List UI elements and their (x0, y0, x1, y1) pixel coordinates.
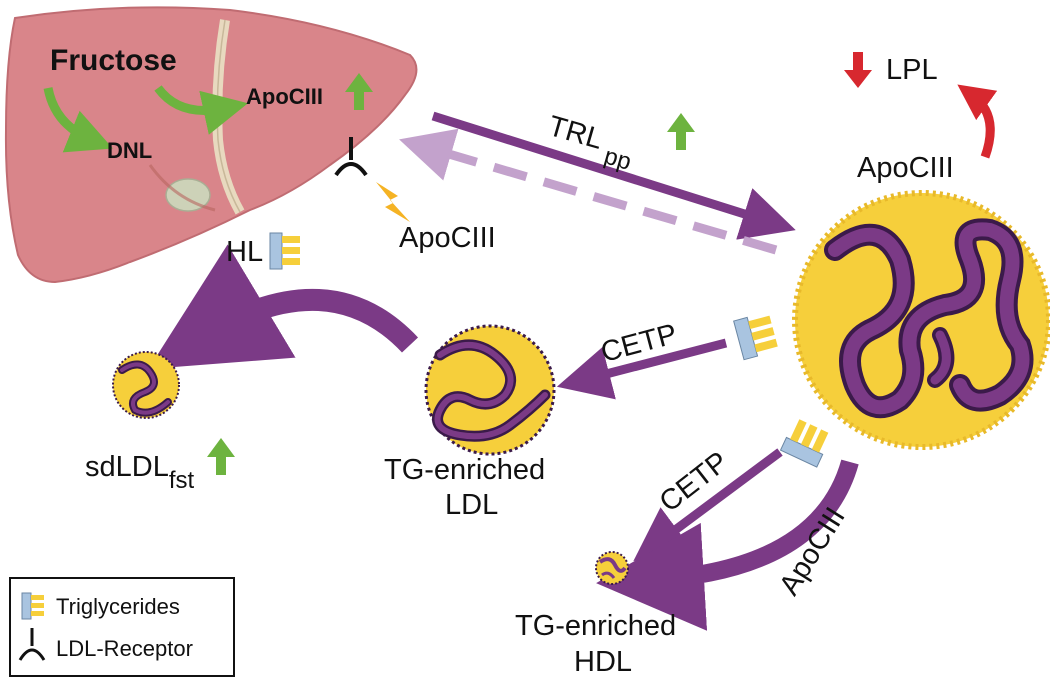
trl-particle (792, 190, 1050, 450)
lightning-icon (376, 182, 410, 222)
trl-up-arrow-icon (667, 113, 695, 150)
cetp-to-ldl-arrow (556, 338, 728, 400)
trl-secretion-arrow (431, 111, 796, 240)
tg-enriched-ldl-particle (424, 324, 556, 456)
ldl-receptor-icon (334, 137, 368, 177)
lpl-label: LPL (886, 54, 938, 86)
sdldl-up-arrow-icon (207, 438, 235, 475)
liver-illustration (4, 6, 418, 284)
tg-enriched-ldl-label-line2: LDL (445, 489, 499, 521)
hl-label: HL (226, 236, 264, 268)
hl-triglyceride-icon (269, 232, 300, 270)
tg-enriched-hdl-label-line1: TG-enriched (515, 610, 677, 642)
legend-triglycerides-label: Triglycerides (56, 594, 180, 619)
legend-ldl-receptor-label: LDL-Receptor (56, 636, 193, 661)
receptor-apociii-label: ApoCIII (399, 222, 496, 254)
hl-to-sdldl-arrow (148, 244, 419, 369)
trl-uptake-dashed-arrow (399, 128, 778, 255)
fructose-label: Fructose (50, 44, 177, 77)
tg-enriched-ldl-label-line1: TG-enriched (384, 454, 546, 486)
lpl-down-arrow-icon (844, 52, 872, 88)
apociii-liver-up-arrow-icon (345, 73, 373, 110)
sdldl-label: sdLDLfst (85, 451, 194, 493)
legend-triglyceride-icon (21, 592, 44, 620)
legend-ldl-receptor-icon (18, 628, 46, 661)
sdldl-subscript: fst (168, 467, 195, 494)
sdldl-particle (112, 351, 180, 419)
fructose-to-dnl-arrow (43, 87, 113, 153)
tg-enriched-hdl-label-line2: HDL (574, 646, 633, 678)
tg-enriched-hdl-particle (595, 551, 629, 585)
cetp-hdl-triglyceride-icon (779, 419, 829, 468)
dnl-label: DNL (107, 138, 153, 163)
cetp-ldl-triglyceride-icon (733, 315, 778, 361)
trl-apociii-label: ApoCIII (857, 152, 954, 184)
fructose-to-apociii-arrow (154, 85, 248, 135)
apociii-to-hdl-arrow (596, 459, 859, 631)
apociii-inhibits-lpl-arrow (957, 84, 998, 159)
legend-box (9, 577, 235, 677)
liver-apociii-label: ApoCIII (246, 84, 323, 109)
sdldl-text: sdLDL (85, 451, 169, 483)
